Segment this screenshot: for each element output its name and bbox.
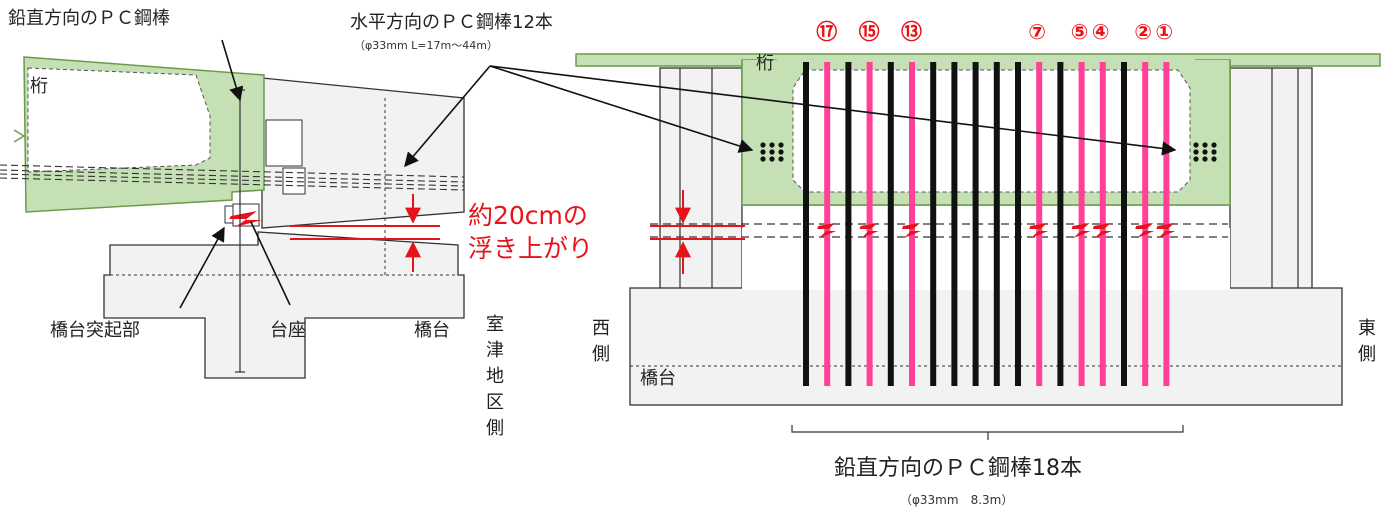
label-pedestal: 台座	[270, 320, 306, 341]
bearing-break-mark	[1092, 223, 1112, 238]
bearing-break-mark	[859, 223, 879, 238]
rod-number-label: ⑬	[901, 20, 922, 44]
bearing-break-mark	[817, 223, 837, 238]
label-right-abutment: 橋台	[640, 368, 676, 389]
label-rods-spec: （φ33mm 8.3m）	[900, 493, 1014, 507]
rod-number-label: ④	[1091, 20, 1110, 44]
right-abutment-elevation	[404, 53, 1381, 440]
left-girder-void	[27, 67, 211, 173]
bearing-break-mark	[902, 223, 921, 238]
label-protrusion: 橋台突起部	[50, 320, 140, 341]
label-west-side: 西側	[592, 318, 610, 366]
rod-number-label: ⑰	[816, 20, 838, 44]
rod-number-label: ⑮	[858, 20, 880, 44]
label-lift-line1: 約20cmの	[468, 201, 588, 230]
right-lift-indicator	[650, 190, 745, 274]
label-lift-line2: 浮き上がり	[468, 234, 594, 263]
left-horizontal-tendon	[0, 164, 465, 191]
rod-number-label: ②	[1134, 20, 1152, 44]
label-horizontal-spec: （φ33mm L=17m～44m）	[354, 39, 498, 52]
label-horizontal-rod: 水平方向のＰＣ鋼棒12本	[350, 12, 553, 33]
right-vertical-rods	[803, 62, 1176, 386]
rod-number-label: ①	[1155, 20, 1174, 44]
left-lift-indicator	[290, 194, 440, 272]
right-tendon-holes-west	[760, 142, 784, 162]
rod-number-label: ⑦	[1028, 20, 1046, 44]
right-west-wall	[659, 67, 743, 301]
rods-bracket	[791, 425, 1184, 440]
bearing-break-mark	[1156, 223, 1176, 238]
label-right-girder: 桁	[756, 53, 774, 74]
right-east-wall	[1229, 67, 1313, 301]
bearing-break-mark	[1135, 223, 1155, 238]
left-pedestal-bolt	[229, 211, 262, 227]
left-wall-recess	[265, 119, 303, 167]
right-center-body	[742, 228, 1230, 290]
bearing-break-mark	[1071, 223, 1091, 238]
label-left-abutment: 橋台	[414, 320, 450, 341]
left-abutment-body	[103, 231, 465, 379]
left-wall-notch	[282, 167, 306, 195]
bearing-break-mark	[1029, 223, 1049, 238]
label-rods-count: 鉛直方向のＰＣ鋼棒18本	[834, 456, 1082, 481]
rod-number-label: ⑤	[1070, 20, 1089, 44]
label-left-girder: 桁	[30, 76, 48, 97]
label-murotsu-side: 室津地区側	[486, 314, 504, 440]
left-abutment-section	[0, 39, 465, 379]
label-vertical-rod: 鉛直方向のＰＣ鋼棒	[8, 8, 170, 29]
right-abutment-base	[629, 287, 1343, 406]
right-tendon-holes-east	[1193, 142, 1217, 162]
right-girder-void	[792, 69, 1191, 193]
label-east-side: 東側	[1358, 318, 1376, 366]
